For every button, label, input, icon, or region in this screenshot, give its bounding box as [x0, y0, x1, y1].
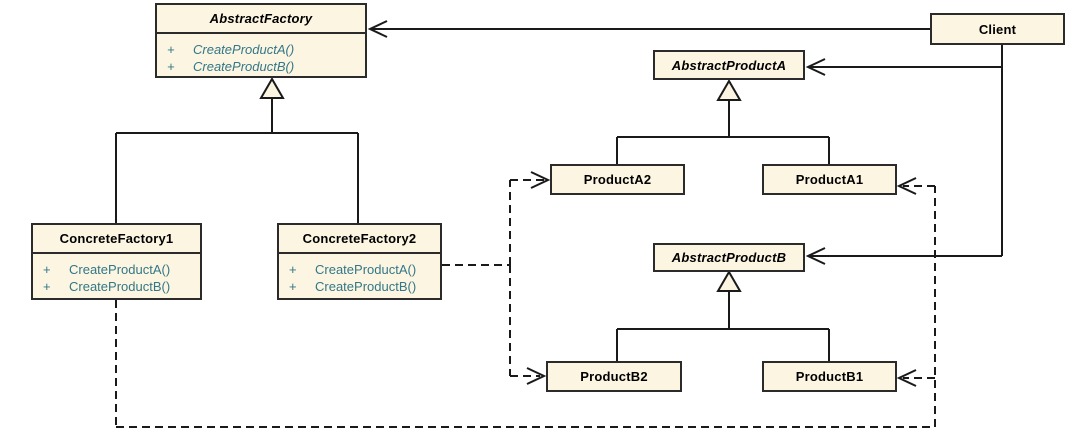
class-title: Client [978, 21, 1017, 37]
method-signature: CreateProductA() [193, 42, 295, 57]
method-create-product-a[interactable]: + CreateProductA() [157, 41, 365, 58]
class-abstract-factory[interactable]: AbstractFactory + CreateProductA() + Cre… [155, 3, 367, 78]
method-create-product-a[interactable]: + CreateProductA() [33, 261, 200, 278]
visibility-plus-icon: + [167, 59, 175, 74]
class-product-a2[interactable]: ProductA2 [550, 164, 685, 195]
class-product-b1[interactable]: ProductB1 [762, 361, 897, 392]
method-signature: CreateProductA() [69, 262, 171, 277]
class-concrete-factory1[interactable]: ConcreteFactory1 + CreateProductA() + Cr… [31, 223, 202, 300]
visibility-plus-icon: + [289, 279, 297, 294]
class-client[interactable]: Client [930, 13, 1065, 45]
method-signature: CreateProductA() [315, 262, 417, 277]
visibility-plus-icon: + [167, 42, 175, 57]
class-abstract-product-b[interactable]: AbstractProductB [653, 243, 805, 272]
class-abstract-product-a[interactable]: AbstractProductA [653, 50, 805, 80]
open-arrowhead-icon [530, 171, 551, 189]
class-title: AbstractFactory [209, 11, 313, 26]
class-title: ProductB2 [580, 369, 648, 384]
connector-client-abstractproductb[interactable] [805, 247, 1002, 265]
connector-dependency-cf1[interactable] [115, 177, 936, 428]
class-title: AbstractProductA [671, 57, 787, 73]
connector-generalization-products-b[interactable] [616, 270, 830, 361]
class-title: ProductA1 [795, 172, 864, 187]
open-arrowhead-icon [896, 369, 917, 387]
method-create-product-b[interactable]: + CreateProductB() [33, 278, 200, 295]
visibility-plus-icon: + [43, 262, 51, 277]
generalization-triangle-icon [716, 270, 742, 292]
connector-generalization-products-a[interactable] [616, 79, 830, 164]
connector-client-abstractproducta[interactable] [805, 58, 1002, 76]
class-concrete-factory2[interactable]: ConcreteFactory2 + CreateProductA() + Cr… [277, 223, 442, 300]
method-signature: CreateProductB() [315, 279, 417, 294]
connector-generalization-factories[interactable] [115, 77, 359, 223]
class-title: ConcreteFactory2 [302, 231, 417, 246]
method-signature: CreateProductB() [69, 279, 171, 294]
class-title: ConcreteFactory1 [59, 231, 174, 246]
open-arrowhead-icon [805, 247, 826, 265]
generalization-triangle-icon [259, 77, 285, 99]
method-create-product-b[interactable]: + CreateProductB() [279, 278, 440, 295]
method-create-product-b[interactable]: + CreateProductB() [157, 58, 365, 75]
method-compartment: + CreateProductA() + CreateProductB() [279, 252, 440, 295]
open-arrowhead-icon [526, 367, 547, 385]
method-compartment: + CreateProductA() + CreateProductB() [33, 252, 200, 295]
class-title: AbstractProductB [671, 250, 787, 265]
class-title: ProductA2 [583, 172, 652, 187]
connector-client-abstractfactory[interactable] [367, 20, 930, 38]
class-product-a1[interactable]: ProductA1 [762, 164, 897, 195]
generalization-triangle-icon [716, 79, 742, 101]
class-product-b2[interactable]: ProductB2 [546, 361, 682, 392]
visibility-plus-icon: + [43, 279, 51, 294]
connector-dependency-cf2[interactable] [442, 171, 551, 385]
class-title: ProductB1 [795, 369, 864, 384]
open-arrowhead-icon [805, 58, 826, 76]
method-create-product-a[interactable]: + CreateProductA() [279, 261, 440, 278]
method-signature: CreateProductB() [193, 59, 295, 74]
method-compartment: + CreateProductA() + CreateProductB() [157, 32, 365, 75]
open-arrowhead-icon [896, 177, 917, 195]
open-arrowhead-icon [367, 20, 388, 38]
visibility-plus-icon: + [289, 262, 297, 277]
